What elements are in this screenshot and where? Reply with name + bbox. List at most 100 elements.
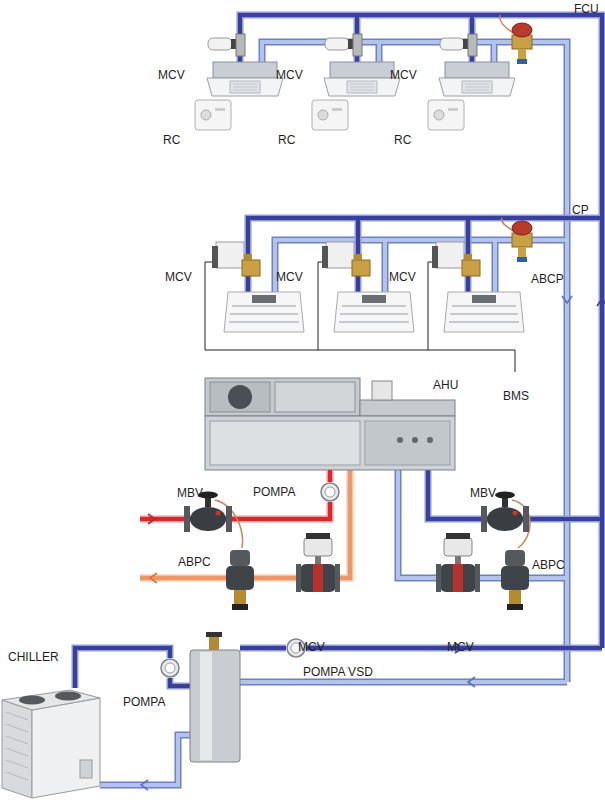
equipment-label: POMPA VSD — [303, 665, 373, 679]
chilled-panel — [224, 292, 304, 332]
pump-impeller — [165, 663, 175, 673]
ahu-panel — [275, 382, 355, 412]
return-pipe-casing — [100, 42, 567, 785]
room-controller — [195, 100, 231, 130]
pump-symbol — [320, 482, 340, 502]
air-handling-unit — [205, 378, 455, 470]
ahu-lower-casing — [205, 416, 455, 470]
component-label: MBV — [470, 486, 496, 500]
separator-body — [190, 650, 240, 762]
ahu-node: AHU — [205, 375, 455, 470]
chiller-grille — [6, 712, 28, 780]
component-label: ABPC — [532, 558, 565, 572]
ahu-fitting — [427, 437, 433, 443]
control-valve — [212, 242, 260, 276]
ahu-panel — [210, 421, 360, 465]
pipe-connector — [75, 648, 170, 688]
chiller-node: CHILLER — [0, 688, 100, 800]
air-vent-cap — [206, 632, 222, 637]
pressure-controller — [501, 550, 529, 610]
component-label: ABPC — [178, 555, 211, 569]
component-label: MCV — [389, 270, 416, 284]
pipe-connector-group — [75, 648, 170, 688]
component-label: MCV — [447, 640, 474, 654]
component-label: RC — [394, 133, 411, 147]
control-valve — [208, 34, 245, 56]
flow-arrow — [468, 677, 475, 687]
fan-coil-unit — [324, 62, 400, 96]
air-vent — [209, 636, 219, 650]
component-label: ABCP — [531, 272, 564, 286]
room-controller — [312, 100, 348, 130]
pump-casing — [321, 483, 339, 501]
chilled-panel — [444, 292, 524, 332]
flow-arrow — [597, 299, 605, 306]
pump-impeller — [325, 487, 335, 497]
ahu-coil-section — [365, 421, 450, 465]
component-label: MCV — [165, 270, 192, 284]
equipment-label: POMPA — [253, 485, 295, 499]
flow-arrow — [141, 780, 148, 790]
chiller-face — [2, 700, 32, 798]
pressure-controller — [512, 23, 532, 64]
control-valve — [325, 34, 362, 56]
pipe-casing — [327, 470, 334, 482]
pressure-controller — [512, 221, 532, 262]
ahu-upper-casing — [205, 378, 360, 416]
supply-pipe-core — [170, 15, 602, 686]
equipment-label: POMPA — [123, 695, 165, 709]
equipment-label: AHU — [433, 378, 458, 392]
control-valve — [440, 34, 477, 56]
control-valve — [322, 242, 370, 276]
ahu-fitting — [397, 437, 403, 443]
room-controller — [428, 100, 464, 130]
chiller-face — [32, 698, 100, 798]
component-label: FCU — [574, 2, 599, 16]
component-label: MCV — [158, 68, 185, 82]
ahu-upper-casing — [360, 400, 455, 416]
flow-arrow — [562, 296, 572, 303]
component-label: BMS — [503, 389, 529, 403]
pipe-connector — [328, 470, 332, 482]
equipment-label: CHILLER — [8, 650, 59, 664]
component-label: RC — [163, 133, 180, 147]
component-label: CP — [572, 203, 589, 217]
chiller-fan — [19, 696, 45, 705]
chiller-control-box — [80, 760, 92, 778]
flow-arrow — [148, 514, 155, 524]
component-label: MCV — [276, 270, 303, 284]
component-label: RC — [278, 133, 295, 147]
pump-node: POMPA — [160, 658, 180, 678]
ahu-fan — [228, 385, 252, 409]
pipe-connector-group — [330, 470, 331, 482]
return-pipe-core — [100, 42, 567, 785]
chiller-top — [2, 690, 100, 710]
component-label: MCV — [298, 640, 325, 654]
control-valve — [296, 533, 340, 592]
ahu-control-box — [372, 381, 392, 400]
separator-highlight — [200, 652, 212, 760]
component-label: MBV — [177, 486, 203, 500]
ahu-fan-section — [210, 382, 270, 412]
supply-pipe-casing — [170, 15, 602, 686]
chiller-fan — [55, 692, 81, 701]
pump-node: POMPA — [320, 482, 340, 502]
component-label: MCV — [390, 68, 417, 82]
fan-coil-unit — [207, 62, 283, 96]
pump-symbol — [160, 658, 180, 678]
fan-coil-unit — [439, 62, 515, 96]
hydraulic-separator — [190, 632, 240, 762]
pipe-casing — [75, 648, 170, 688]
chiller-unit — [2, 690, 100, 798]
component-label: MCV — [276, 68, 303, 82]
chilled-panel — [334, 292, 414, 332]
control-valve — [436, 533, 480, 592]
control-valve — [432, 242, 480, 276]
pressure-controller — [226, 550, 254, 610]
bms-wiring — [205, 262, 515, 372]
ahu-fitting — [412, 437, 418, 443]
flow-arrow — [150, 573, 157, 583]
pump-casing — [161, 659, 179, 677]
